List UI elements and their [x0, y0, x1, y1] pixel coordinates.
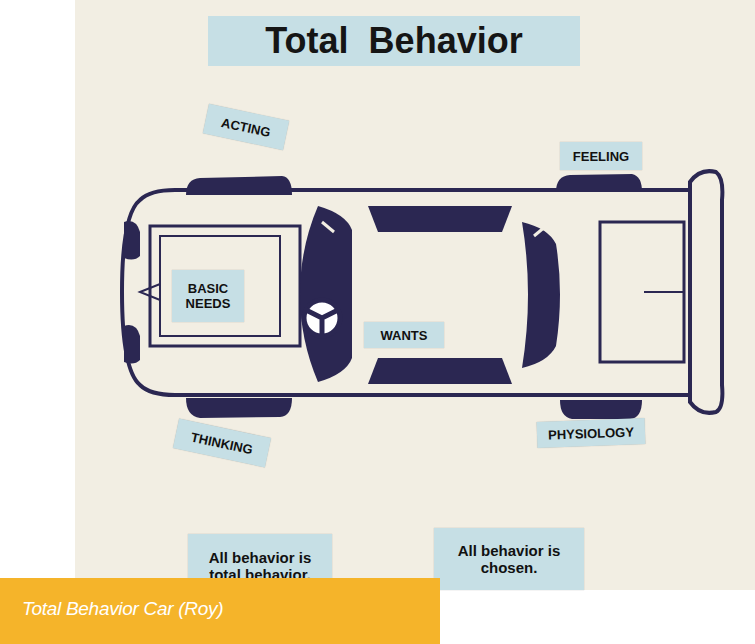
label-text: FEELING	[573, 149, 629, 164]
label-text: All behavior is chosen.	[439, 542, 579, 576]
label-card: BASIC NEEDS	[172, 270, 244, 322]
headlight	[124, 325, 140, 363]
label-content: WANTS	[381, 328, 428, 343]
title-box: Total Behavior	[208, 16, 580, 66]
trunk	[600, 222, 684, 362]
trunk-line	[644, 291, 684, 293]
headlight	[124, 221, 140, 259]
glare	[322, 222, 334, 232]
glare	[534, 226, 546, 236]
caption-text: Total Behavior Car (Roy)	[22, 598, 223, 620]
label-content: BASIC NEEDS	[177, 281, 239, 311]
car-body	[122, 190, 690, 395]
label-text: WANTS	[381, 328, 428, 343]
label-text: PHYSIOLOGY	[548, 424, 634, 442]
rear-window	[522, 222, 560, 368]
side-window	[368, 206, 512, 232]
label-content: PHYSIOLOGY	[548, 424, 634, 442]
steering-spokes	[306, 310, 338, 336]
rear-bumper	[690, 171, 722, 413]
label-content: All behavior is chosen.	[439, 542, 579, 576]
hood	[150, 226, 300, 346]
hood-panel	[160, 236, 280, 336]
label-content: THINKING	[190, 429, 255, 457]
steering-wheel	[304, 300, 340, 336]
label-card: All behavior is chosen.	[434, 528, 584, 590]
label-card: WANTS	[364, 322, 444, 348]
label-card: PHYSIOLOGY	[537, 418, 646, 448]
label-text: THINKING	[190, 429, 255, 457]
label-text: ACTING	[220, 114, 272, 139]
tire	[186, 176, 292, 195]
tire	[186, 398, 292, 418]
title-text: Total Behavior	[265, 20, 522, 62]
tire	[560, 400, 642, 419]
label-content: ACTING	[220, 114, 272, 139]
label-content: FEELING	[573, 149, 629, 164]
label-card: FEELING	[560, 142, 642, 170]
windshield	[300, 206, 352, 382]
label-text: BASIC NEEDS	[177, 281, 239, 311]
side-window	[368, 358, 512, 384]
caption-band: Total Behavior Car (Roy)	[0, 578, 440, 644]
